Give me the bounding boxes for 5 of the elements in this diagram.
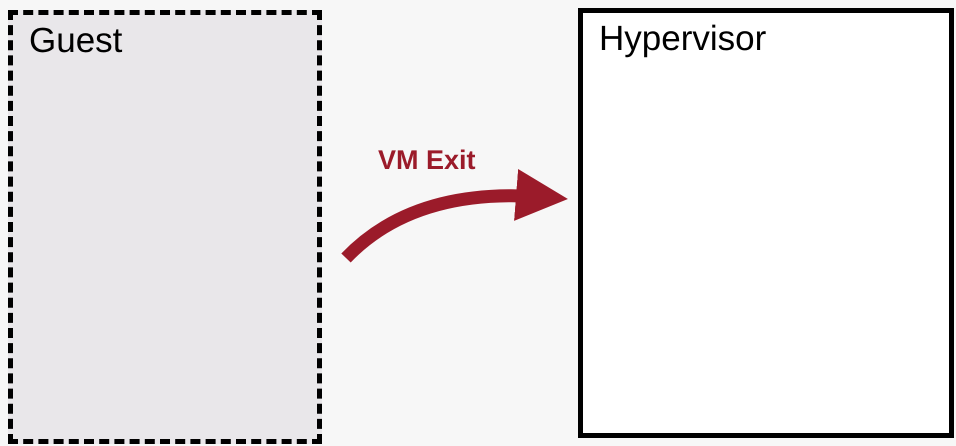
box-title: Guest [29, 20, 122, 62]
process-box [578, 8, 954, 438]
dashed-box [8, 10, 322, 444]
curved-arrow [342, 170, 568, 263]
box-title: Hypervisor [599, 18, 766, 60]
